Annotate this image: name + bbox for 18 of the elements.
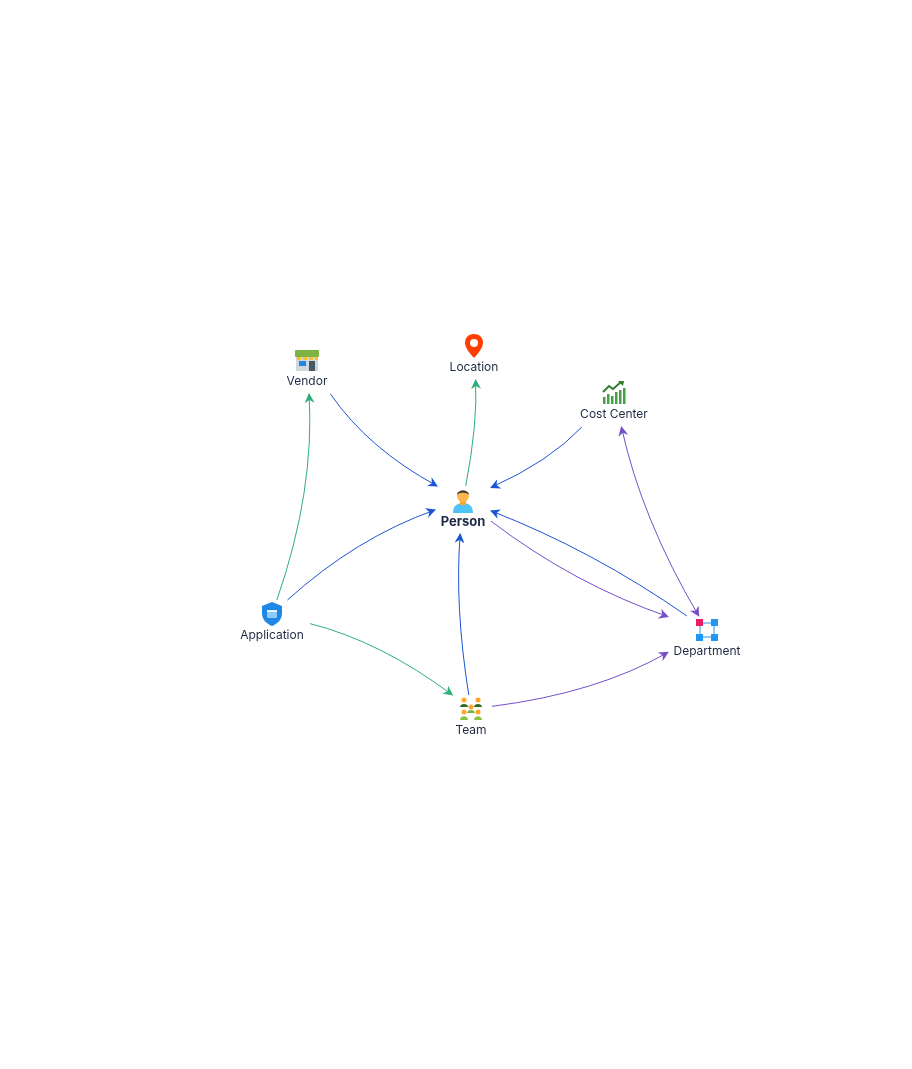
- arrow: [490, 426, 583, 489]
- node-label: Person: [440, 514, 486, 528]
- node-label: Team: [455, 723, 487, 737]
- arrow: [329, 393, 438, 487]
- node-label: Vendor: [286, 374, 328, 388]
- arrow: [618, 426, 700, 617]
- arrow: [465, 379, 481, 487]
- arrow: [276, 393, 315, 601]
- node-label: Department: [673, 644, 741, 658]
- node-label: Cost Center: [580, 407, 648, 421]
- arrow: [490, 520, 669, 619]
- arrow: [454, 533, 470, 696]
- arrow: [490, 509, 688, 617]
- arrow: [491, 651, 669, 707]
- arrow: [286, 508, 436, 601]
- node-label: Location: [449, 360, 499, 374]
- arrow: [309, 623, 454, 696]
- node-label: Application: [240, 628, 304, 642]
